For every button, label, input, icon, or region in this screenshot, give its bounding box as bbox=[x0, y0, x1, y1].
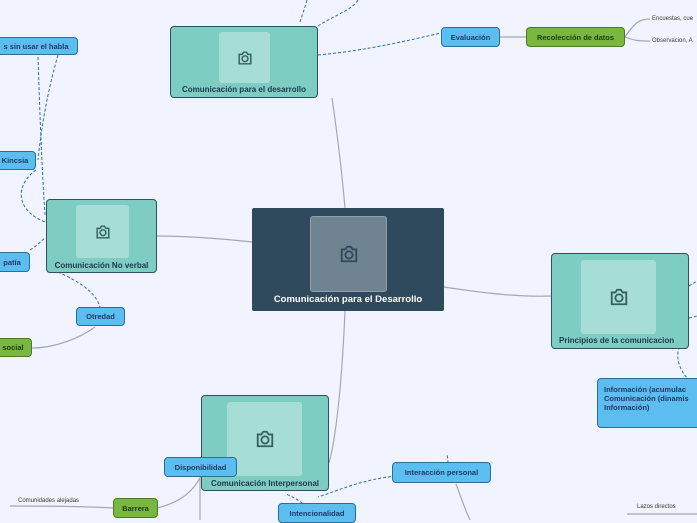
topic-label: Comunicación No verbal bbox=[54, 261, 149, 270]
photo-placeholder bbox=[227, 402, 302, 476]
topic-comunicacion-desarrollo[interactable]: Comunicación para el desarrollo bbox=[170, 26, 318, 98]
photo-placeholder bbox=[76, 205, 129, 258]
node-empatia[interactable]: patía bbox=[0, 252, 30, 272]
central-label: Comunicación para el Desarrollo bbox=[273, 294, 423, 305]
topic-label: Principios de la comunicacion bbox=[559, 336, 675, 345]
photo-placeholder bbox=[219, 32, 270, 83]
node-sin-usar-habla[interactable]: s sin usar el habla bbox=[0, 37, 78, 55]
camera-icon bbox=[340, 245, 357, 263]
camera-icon bbox=[256, 430, 273, 448]
node-evaluacion[interactable]: Evaluación bbox=[441, 27, 500, 47]
central-topic[interactable]: Comunicación para el Desarrollo bbox=[252, 208, 444, 311]
camera-icon bbox=[237, 50, 252, 65]
camera-icon bbox=[610, 288, 627, 306]
node-otredad[interactable]: Otredad bbox=[76, 307, 125, 326]
note-lazos-directos: Lazos directos bbox=[637, 504, 676, 510]
node-interaccion-personal[interactable]: Interacción personal bbox=[392, 462, 491, 483]
note-comunidades-alejadas: Comunidades alejadas bbox=[18, 498, 80, 504]
node-kinesia[interactable]: Kincsia bbox=[0, 151, 36, 170]
topic-label: Comunicación para el desarrollo bbox=[181, 85, 307, 94]
topic-comunicacion-no-verbal[interactable]: Comunicación No verbal bbox=[46, 199, 157, 273]
node-recoleccion-datos[interactable]: Recolección de datos bbox=[526, 27, 625, 47]
topic-principios-comunicacion[interactable]: Principios de la comunicacion bbox=[551, 253, 689, 349]
node-disponibilidad[interactable]: Disponibilidad bbox=[164, 457, 237, 477]
node-barrera[interactable]: Barrera bbox=[113, 498, 158, 518]
note-encuestas: Encuestas, cue bbox=[652, 16, 694, 22]
node-informacion-comunicacion[interactable]: Información (acumulac Comunicación (dina… bbox=[597, 378, 697, 428]
topic-label: Comunicación Interpersonal bbox=[210, 479, 320, 488]
camera-icon bbox=[95, 224, 110, 239]
node-social[interactable]: social bbox=[0, 338, 32, 357]
note-observacion: Observacion, A bbox=[652, 38, 693, 44]
central-photo-placeholder bbox=[310, 216, 387, 292]
node-intencionalidad[interactable]: Intencionalidad bbox=[278, 503, 356, 523]
photo-placeholder bbox=[581, 260, 656, 334]
